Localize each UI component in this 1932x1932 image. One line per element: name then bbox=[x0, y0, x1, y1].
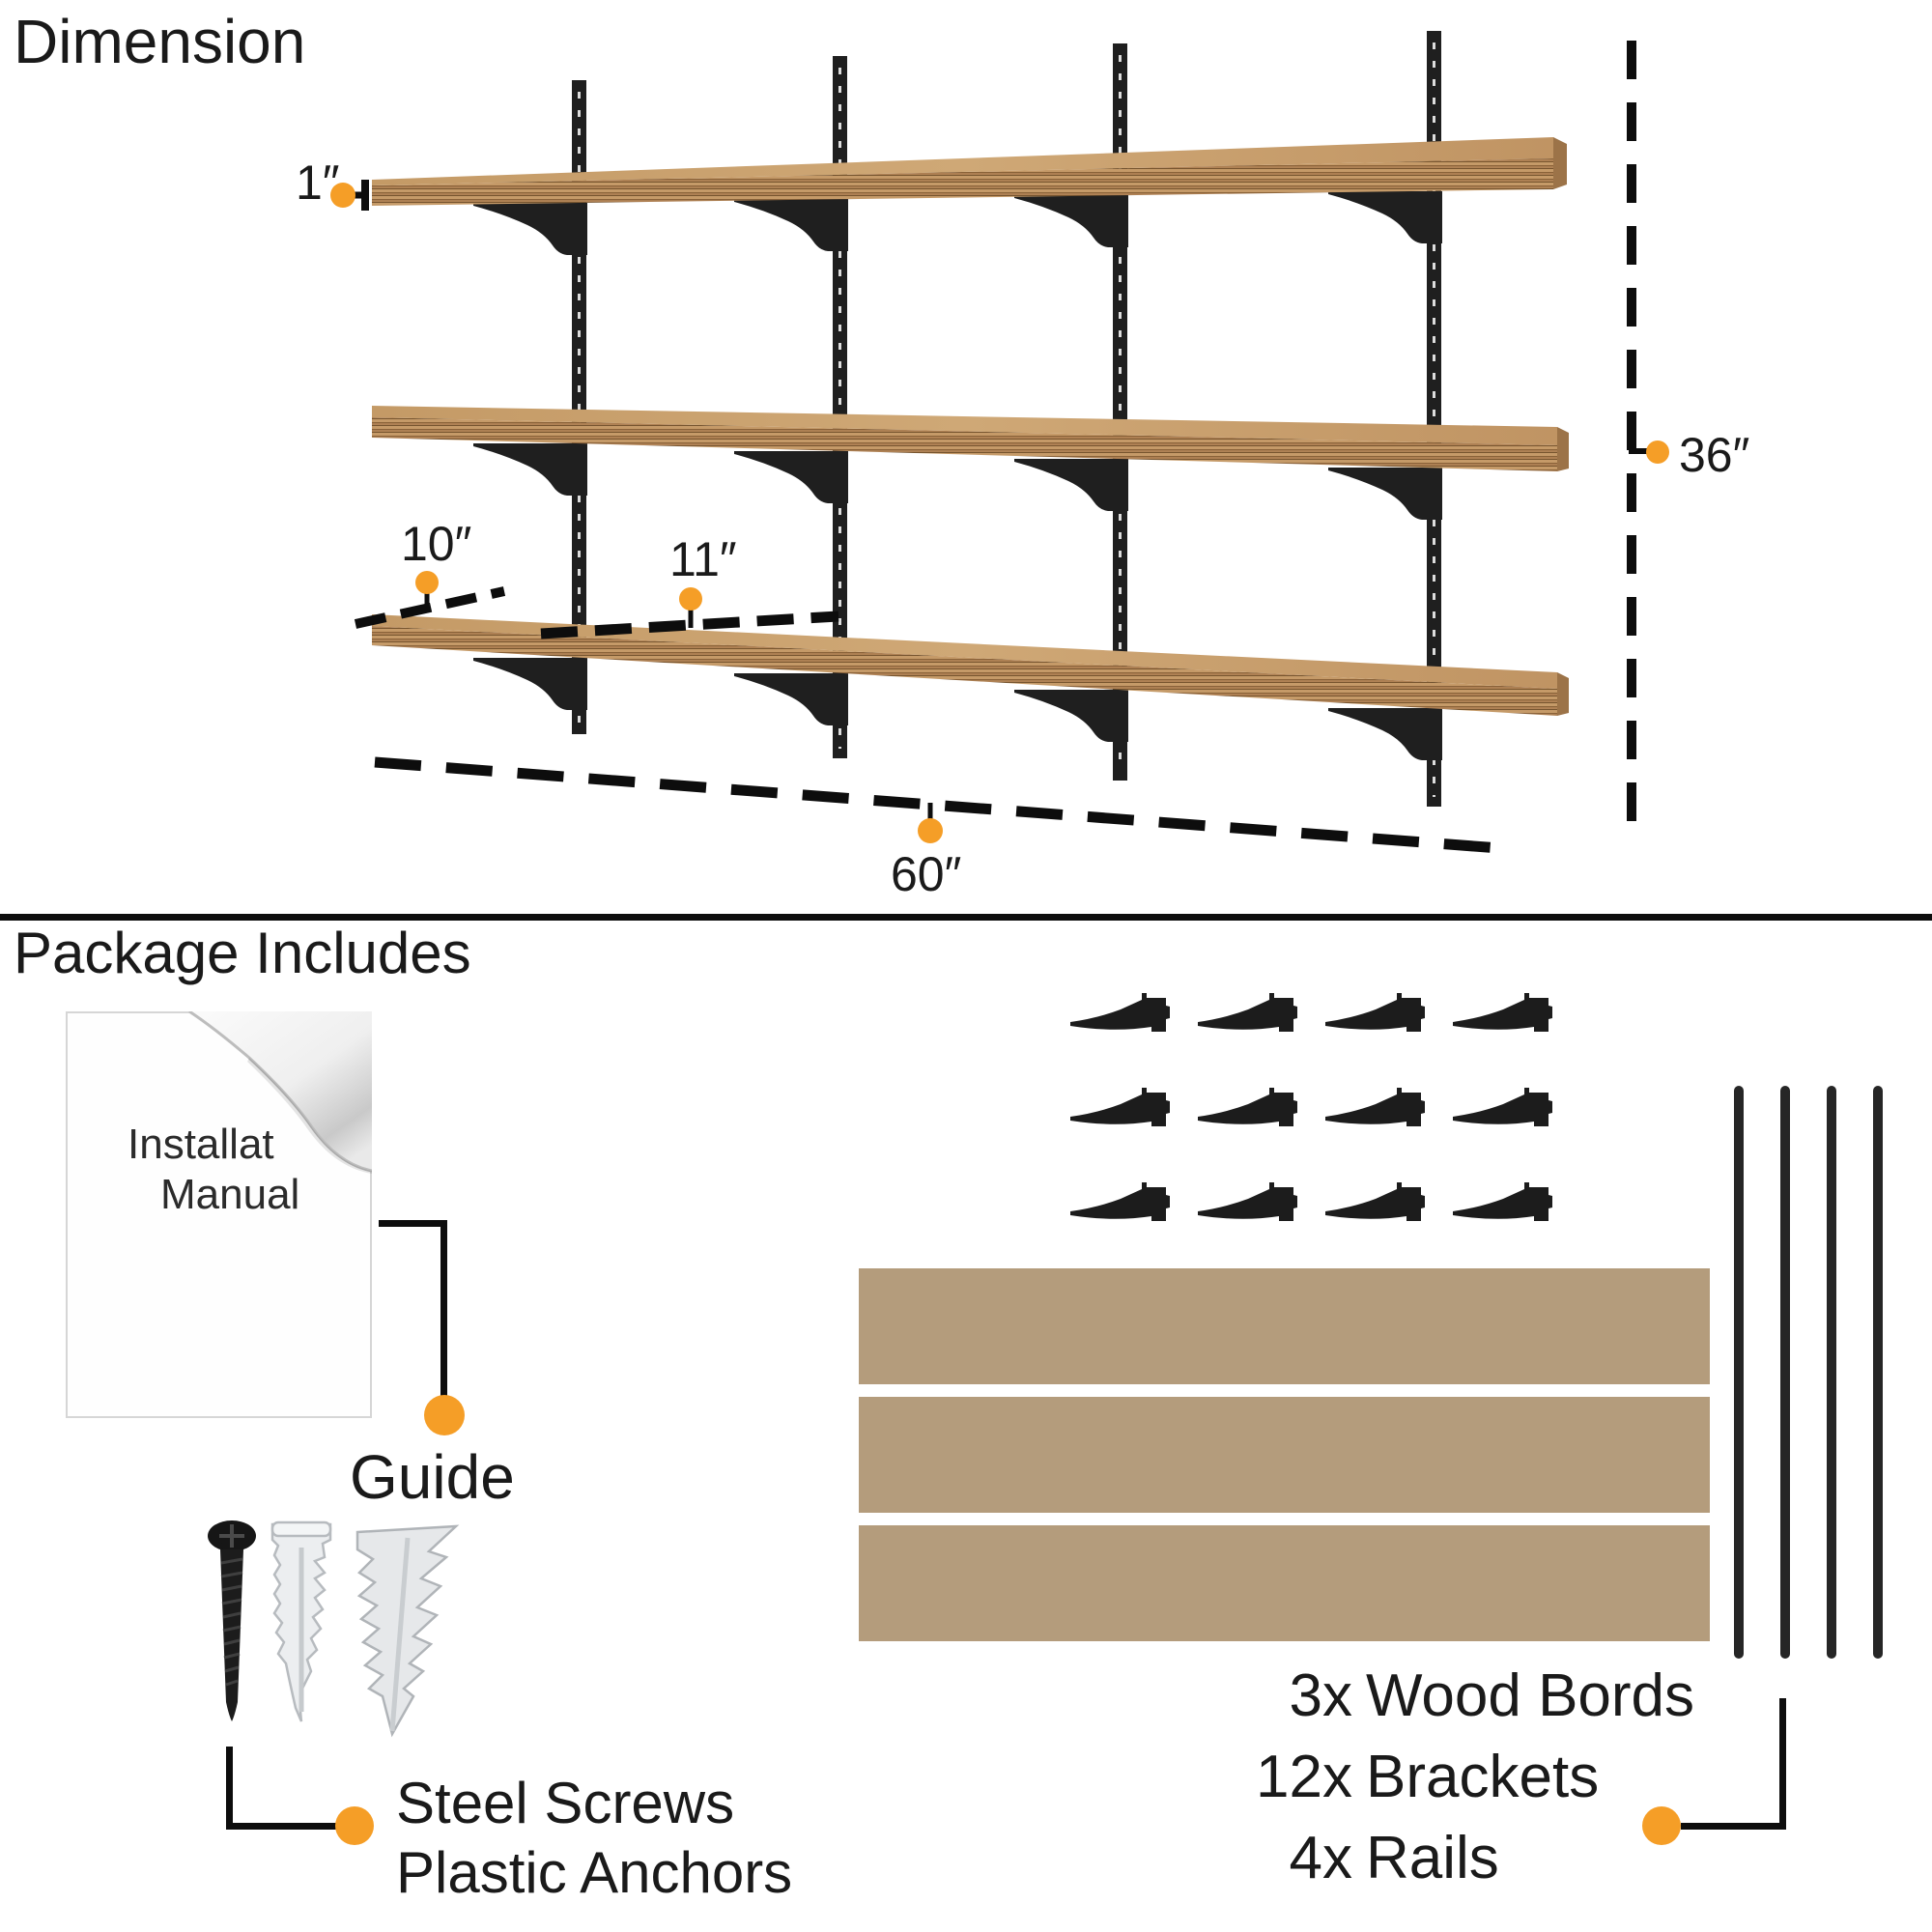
height-dot bbox=[1646, 440, 1669, 464]
section-divider bbox=[0, 914, 1932, 921]
shelf-board-icon bbox=[372, 137, 1569, 716]
contents-item: 3x Wood Bords bbox=[1236, 1662, 1695, 1730]
dim-label-rail-spacing: 11″ bbox=[669, 532, 737, 586]
depth-dot bbox=[415, 571, 439, 594]
contents-list: 3x Wood Bords 12x Brackets 4x Rails bbox=[1236, 1662, 1694, 1892]
guide-label: Guide bbox=[350, 1442, 515, 1512]
spacing-dot bbox=[679, 587, 702, 611]
depth-dashed-line bbox=[354, 586, 506, 629]
guide-dot bbox=[424, 1395, 465, 1435]
width-dashed-line bbox=[374, 756, 1500, 854]
contents-qty: 12x bbox=[1256, 1744, 1352, 1810]
rail-icon bbox=[1734, 1086, 1744, 1659]
dimension-title: Dimension bbox=[14, 7, 306, 76]
contents-label: Rails bbox=[1366, 1825, 1499, 1891]
contents-label: Wood Bords bbox=[1366, 1662, 1695, 1729]
contents-qty: 4x bbox=[1289, 1825, 1352, 1891]
dim-label-depth: 10″ bbox=[401, 517, 472, 571]
contents-item: 12x Brackets bbox=[1236, 1743, 1694, 1811]
rail-icon bbox=[1780, 1086, 1790, 1659]
dim-label-width: 60″ bbox=[891, 847, 962, 901]
package-bracket-icon bbox=[1070, 993, 1552, 1221]
hardware-connector-h bbox=[226, 1823, 337, 1830]
rails-dot bbox=[1642, 1806, 1681, 1845]
wood-board-icon bbox=[859, 1397, 1710, 1513]
contents-label: Brackets bbox=[1366, 1744, 1600, 1810]
hardware-line1: Steel Screws bbox=[396, 1771, 735, 1835]
hardware-connector-v bbox=[226, 1747, 233, 1830]
contents-item: 4x Rails bbox=[1236, 1824, 1694, 1892]
plug-anchor-icon bbox=[270, 1520, 332, 1722]
dimension-lines bbox=[330, 41, 1669, 854]
hardware-dot bbox=[335, 1806, 374, 1845]
page-curl-icon bbox=[188, 1011, 372, 1174]
manual-page-line2: Manual bbox=[160, 1171, 300, 1218]
rails-connector-h bbox=[1681, 1823, 1786, 1830]
hardware-icons bbox=[208, 1520, 460, 1738]
manual-page-line1: Installat bbox=[128, 1121, 274, 1168]
rails-connector-v bbox=[1779, 1698, 1786, 1830]
spiky-anchor-icon bbox=[355, 1524, 460, 1738]
width-dot bbox=[918, 818, 943, 843]
package-title: Package Includes bbox=[14, 921, 471, 985]
rail-icon bbox=[1873, 1086, 1883, 1659]
thickness-dot bbox=[330, 183, 355, 208]
dim-label-height: 36″ bbox=[1679, 428, 1750, 482]
rail-icon bbox=[1827, 1086, 1836, 1659]
guide-connector bbox=[379, 1220, 447, 1227]
shelf-dimension-diagram bbox=[330, 31, 1669, 854]
screw-icon bbox=[208, 1520, 256, 1721]
guide-connector-v bbox=[440, 1220, 447, 1399]
wood-board-icon bbox=[859, 1268, 1710, 1384]
contents-qty: 3x bbox=[1289, 1662, 1352, 1729]
spacing-dashed-line bbox=[540, 611, 839, 639]
hardware-line2: Plastic Anchors bbox=[396, 1840, 793, 1905]
dim-label-thickness: 1″ bbox=[296, 156, 340, 210]
bracket-grid bbox=[1070, 993, 1552, 1221]
wood-board-icon bbox=[859, 1525, 1710, 1641]
